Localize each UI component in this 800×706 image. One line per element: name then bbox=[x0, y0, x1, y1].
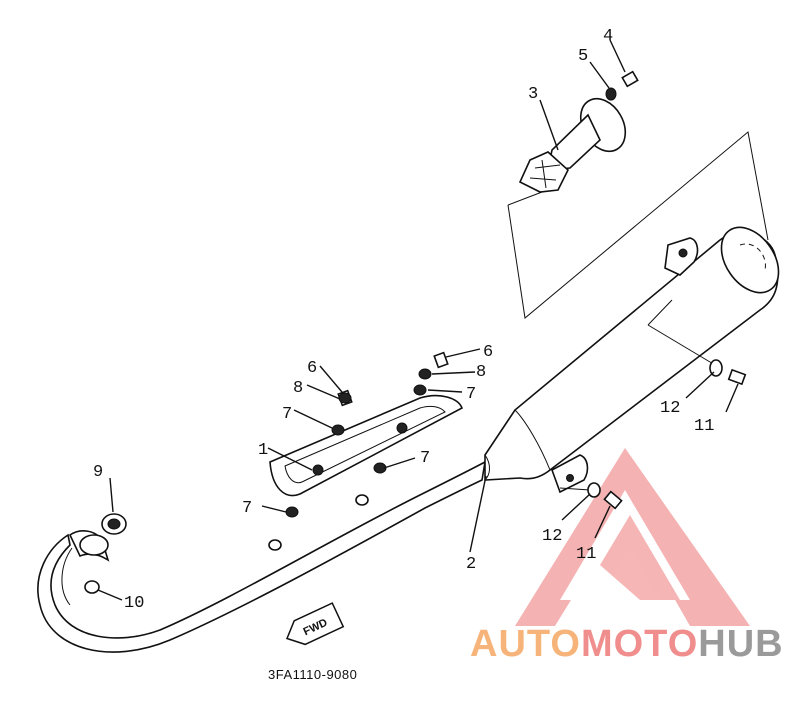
callout-2: 2 bbox=[466, 555, 476, 574]
exhaust-pipe bbox=[37, 460, 487, 653]
callout-5: 5 bbox=[578, 47, 588, 66]
heat-shield bbox=[269, 394, 464, 497]
muffler bbox=[484, 226, 780, 494]
forward-arrow-icon: FWD bbox=[285, 602, 345, 646]
callout-12-lower: 12 bbox=[542, 527, 562, 546]
spark-arrester bbox=[518, 97, 627, 193]
watermark-part-auto: AUTO bbox=[470, 623, 581, 665]
watermark-part-moto: MOTO bbox=[581, 623, 698, 665]
callout-12-right: 12 bbox=[660, 399, 680, 418]
callout-9: 9 bbox=[93, 463, 103, 482]
callout-10: 10 bbox=[124, 594, 144, 613]
callout-11-lower: 11 bbox=[576, 545, 596, 564]
callout-11-right: 11 bbox=[694, 417, 714, 436]
callout-8-upper: 8 bbox=[476, 363, 486, 382]
callout-7-middle: 7 bbox=[420, 449, 430, 468]
callout-6-upper: 6 bbox=[483, 343, 493, 362]
assembly-guide-lines bbox=[507, 131, 769, 491]
callout-labels: 1 2 3 4 5 6 6 7 7 7 7 8 8 9 10 11 11 12 … bbox=[93, 27, 714, 613]
callout-6-left: 6 bbox=[307, 359, 317, 378]
callout-3: 3 bbox=[528, 85, 538, 104]
watermark-logo-icon bbox=[515, 448, 750, 626]
leader-lines bbox=[97, 39, 739, 601]
diagram-code: 3FA1110-9080 bbox=[268, 667, 357, 682]
callout-8-left: 8 bbox=[293, 379, 303, 398]
fasteners bbox=[84, 70, 747, 594]
callout-7-upper: 7 bbox=[466, 385, 476, 404]
callout-7-lower: 7 bbox=[242, 499, 252, 518]
callout-7-left: 7 bbox=[282, 405, 292, 424]
watermark-part-hub: HUB bbox=[698, 623, 783, 665]
callout-4: 4 bbox=[603, 27, 613, 46]
callout-1: 1 bbox=[258, 441, 268, 460]
watermark-text: AUTOMOTOHUB bbox=[470, 623, 784, 665]
